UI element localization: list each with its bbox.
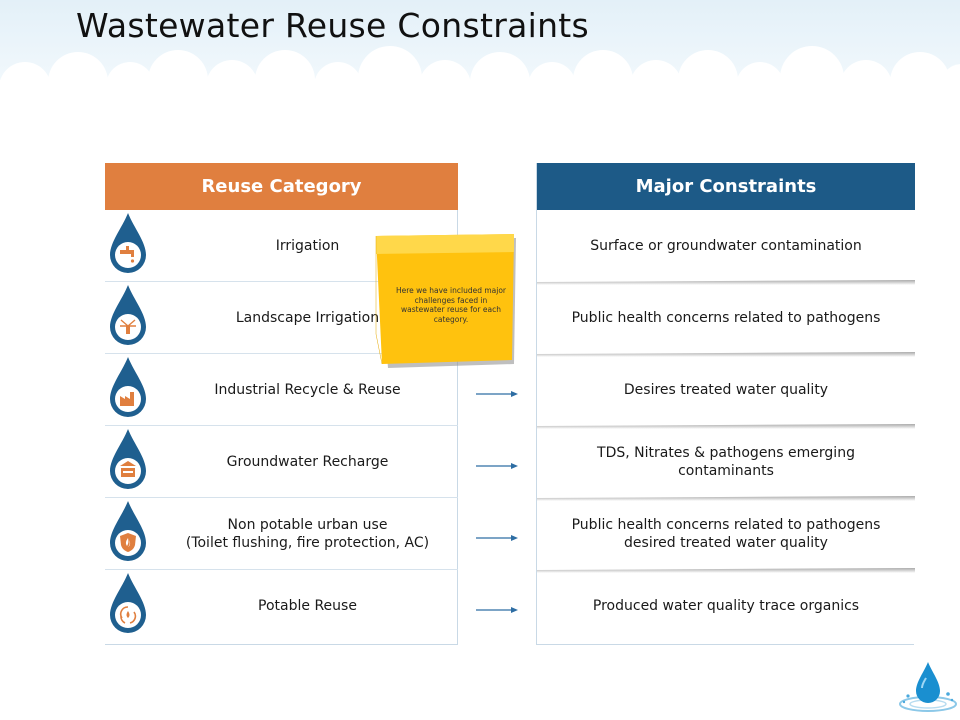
category-row: Potable Reuse: [105, 570, 458, 642]
page-title: Wastewater Reuse Constraints: [76, 6, 590, 45]
factory-icon: [110, 357, 146, 417]
constraint-label: Public health concerns related to pathog…: [571, 310, 881, 326]
row-divider: [537, 352, 915, 357]
faucet-icon: [110, 213, 146, 273]
category-row: Groundwater Recharge: [105, 426, 458, 498]
arrow-right-icon: [476, 607, 518, 613]
cloud-header-band: [0, 0, 960, 110]
category-row: Landscape Irrigation: [105, 282, 458, 354]
category-label: Landscape Irrigation: [235, 309, 380, 326]
reuse-category-header-label: Reuse Category: [201, 176, 362, 197]
constraint-row: Surface or groundwater contamination: [537, 210, 915, 285]
constraint-row: Public health concerns related to pathog…: [537, 282, 915, 357]
constraint-row: Public health concerns related to pathog…: [537, 498, 915, 573]
sticky-note: [375, 234, 516, 368]
shield-icon: [110, 501, 146, 561]
arrow-right-icon: [476, 463, 518, 469]
constraint-label: Produced water quality trace organics: [592, 598, 860, 614]
category-row: Industrial Recycle & Reuse: [105, 354, 458, 426]
recycle-icon: [110, 573, 146, 633]
sprinkler-icon: [110, 285, 146, 345]
category-label: Irrigation: [275, 237, 340, 254]
row-divider: [537, 568, 915, 573]
row-divider: [537, 496, 915, 501]
constraint-row: Produced water quality trace organics: [537, 570, 915, 642]
major-constraints-header-label: Major Constraints: [635, 176, 817, 197]
major-constraints-header: Major Constraints: [537, 163, 915, 210]
constraint-label: Surface or groundwater contamination: [590, 238, 862, 254]
water-drop-logo-icon: [899, 662, 957, 712]
constraint-label: TDS, Nitrates & pathogens emerging conta…: [597, 445, 855, 479]
arrow-right-icon: [476, 391, 518, 397]
reuse-category-header: Reuse Category: [105, 163, 458, 210]
category-label: Industrial Recycle & Reuse: [214, 381, 401, 398]
well-icon: [110, 429, 146, 489]
constraint-row: Desires treated water quality: [537, 354, 915, 429]
sticky-note-text: Here we have included major challenges f…: [395, 286, 507, 324]
category-label: Potable Reuse: [258, 598, 357, 614]
arrow-right-icon: [476, 535, 518, 541]
major-constraints-panel: Major Constraints Surface or groundwater…: [536, 163, 915, 645]
row-divider: [537, 280, 915, 285]
category-label: Groundwater Recharge: [226, 453, 389, 470]
category-row: Irrigation: [105, 210, 458, 282]
constraint-label: Desires treated water quality: [623, 382, 829, 398]
row-divider: [537, 424, 915, 429]
category-label: Non potable urban use (Toilet flushing, …: [185, 516, 430, 551]
reuse-category-panel: Reuse Category Irrigation Landscape Irri…: [105, 163, 458, 645]
constraint-label: Public health concerns related to pathog…: [571, 517, 881, 551]
constraint-row: TDS, Nitrates & pathogens emerging conta…: [537, 426, 915, 501]
category-row: Non potable urban use (Toilet flushing, …: [105, 498, 458, 570]
